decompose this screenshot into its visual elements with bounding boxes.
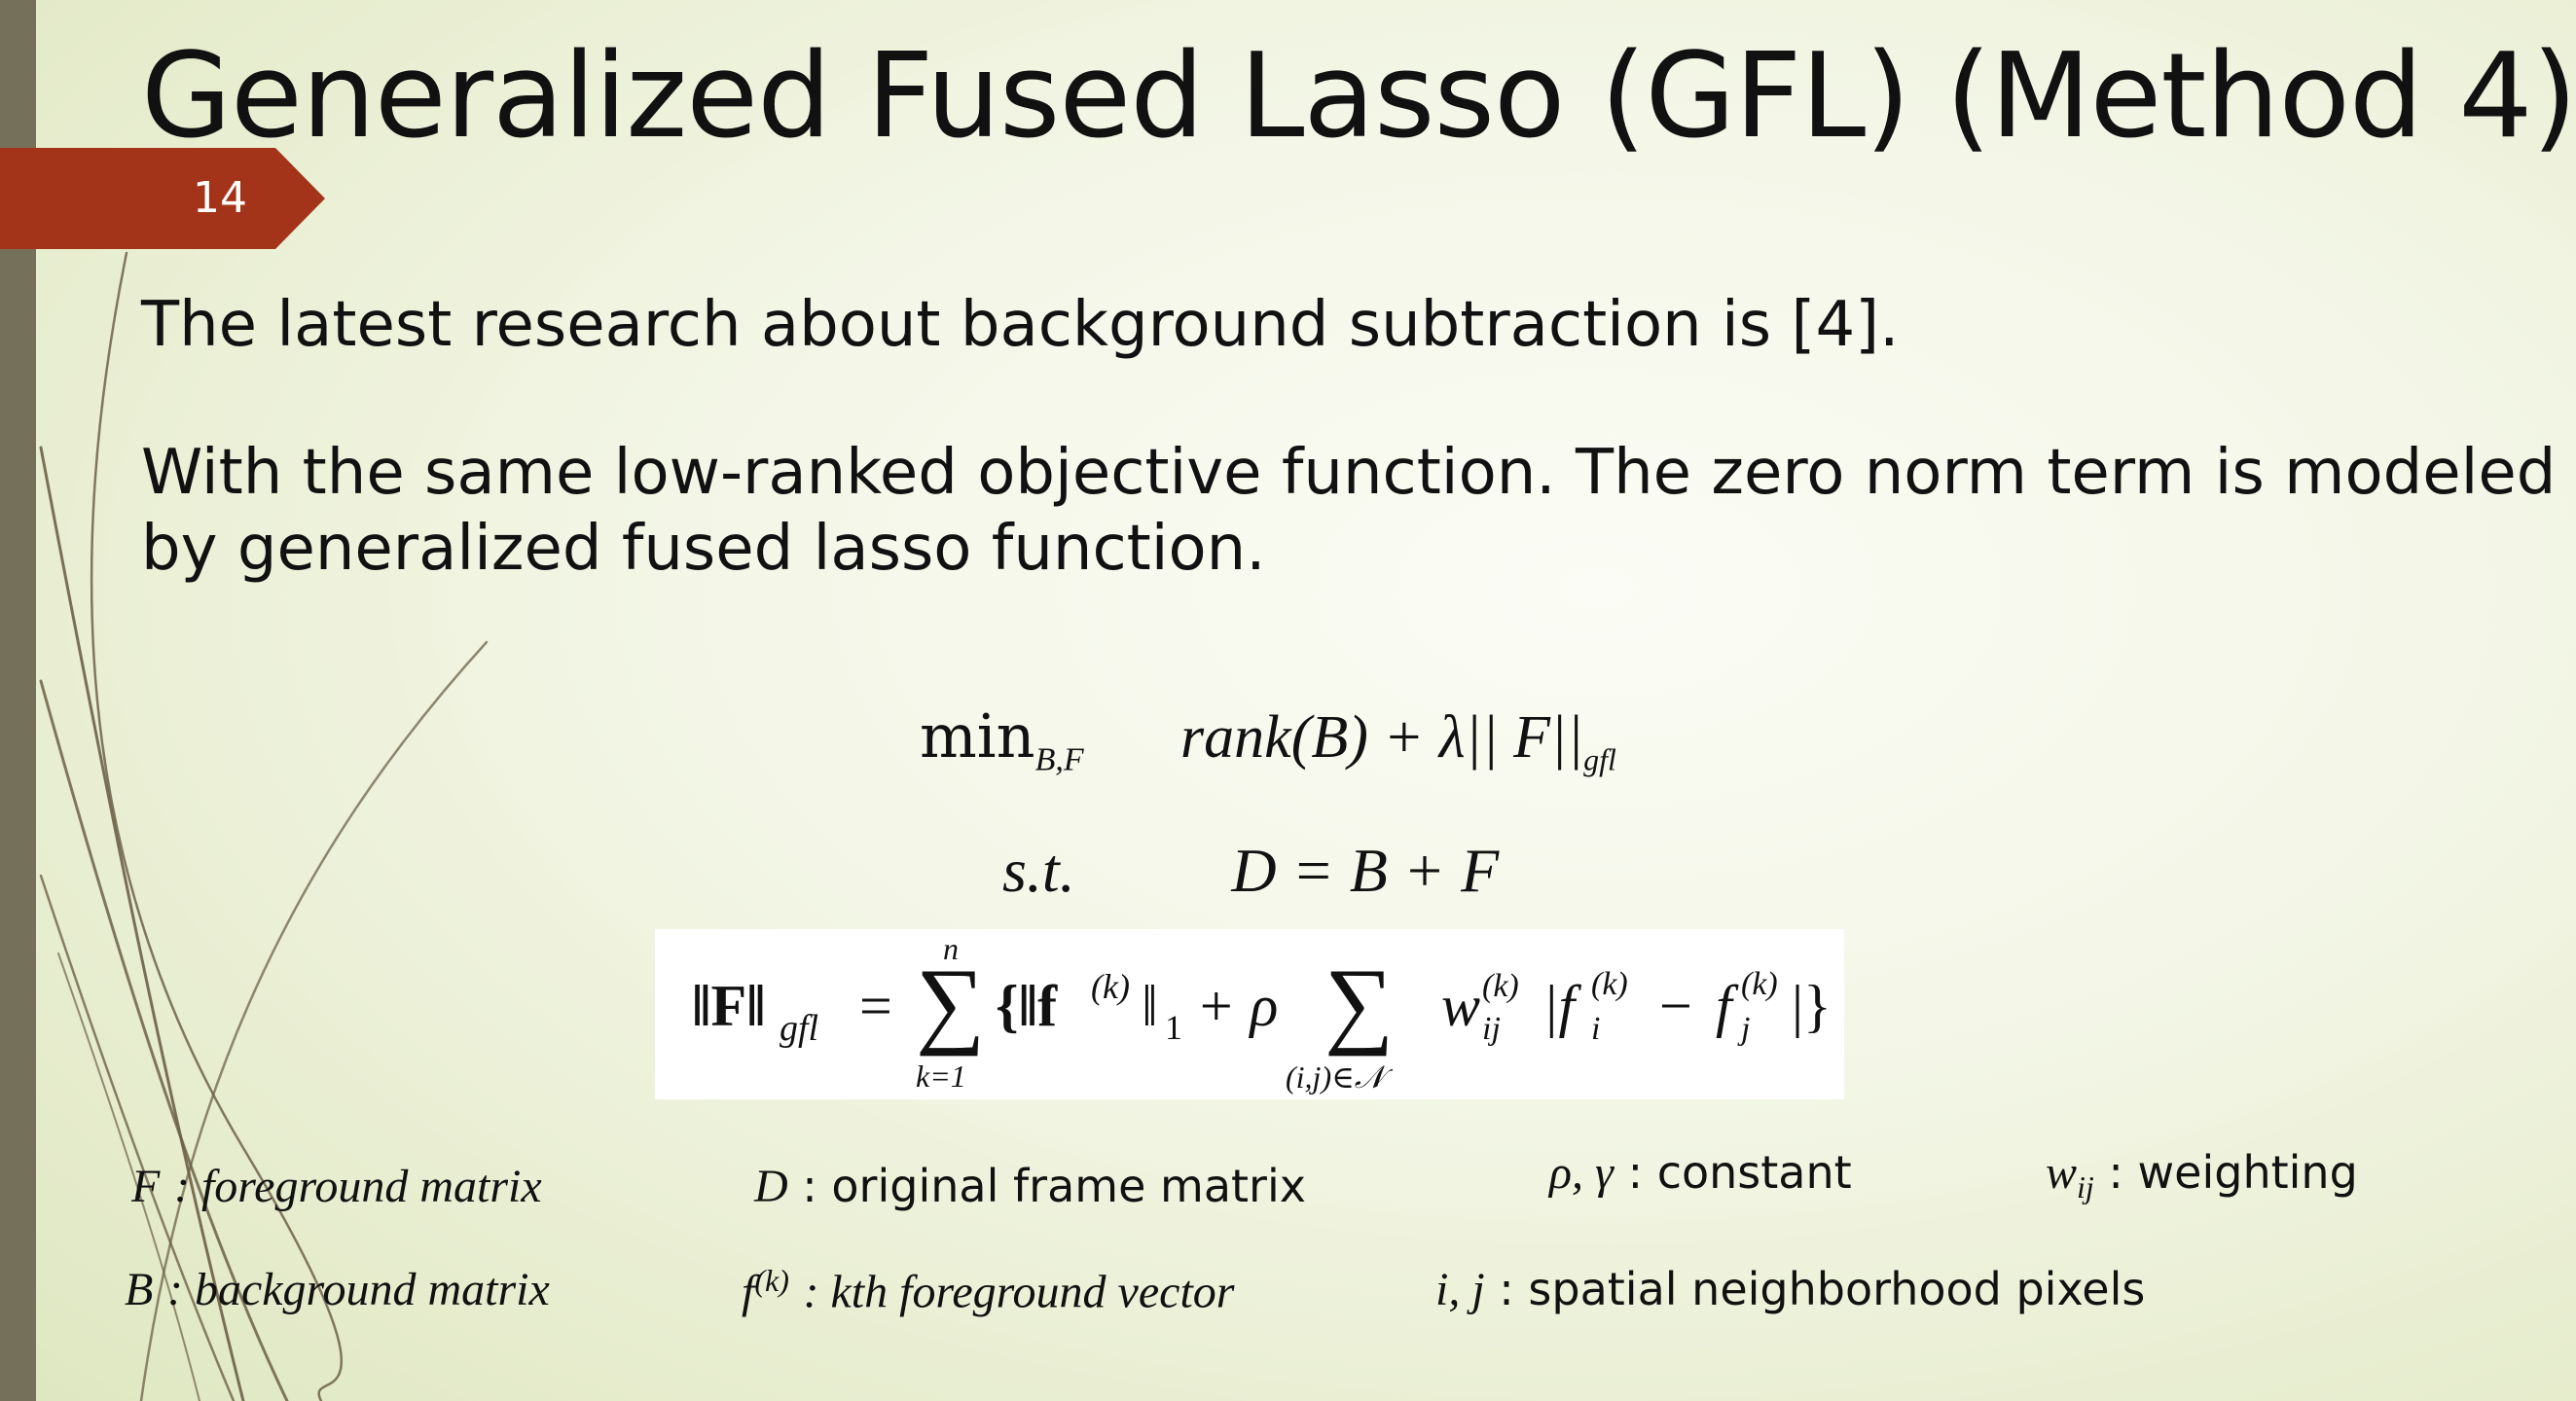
gfl-weight-superscript: (k) (1482, 968, 1519, 1004)
gfl-fj-subscript: j (1741, 1011, 1751, 1047)
min-variables: B,F (1034, 741, 1084, 778)
slide-number-badge: 14 (0, 148, 325, 249)
legend-ij-symbol: i, j (1435, 1264, 1485, 1315)
constraint-equation: s.t. D = B + F (1002, 835, 1499, 907)
slide-number: 14 (193, 173, 247, 223)
legend-w-description: : weighting (2108, 1146, 2358, 1199)
legend-F-description: : foreground matrix (173, 1161, 542, 1212)
gfl-term-1-end: ‖ (1142, 974, 1158, 1038)
legend-kth-foreground-vector: f(k) : kth foreground vector (742, 1263, 1234, 1318)
legend-D-symbol: D (754, 1161, 788, 1212)
legend-F-symbol: F (131, 1161, 161, 1212)
gfl-minus: − (1659, 974, 1692, 1038)
gfl-weight-symbol: w (1441, 974, 1481, 1038)
constraint-label: s.t. (1002, 836, 1075, 905)
gfl-fi-subscript: i (1591, 1011, 1601, 1047)
constraint-body: D = B + F (1231, 836, 1500, 905)
legend-w-symbol: w (2046, 1147, 2078, 1199)
legend-constant: ρ, γ : constant (1549, 1146, 1852, 1200)
gfl-term-1: {‖f (996, 974, 1058, 1038)
legend-ij-description: : spatial neighborhood pixels (1499, 1263, 2146, 1315)
gfl-lhs: ‖F‖ (692, 974, 766, 1038)
paragraph-objective-line-2: by generalized fused lasso function. (141, 513, 1266, 585)
gfl-plus-rho: + ρ (1196, 974, 1279, 1038)
gfl-close: |} (1792, 974, 1832, 1038)
decorative-swoosh-lines (39, 251, 489, 1401)
paragraph-objective-line-1: With the same low-ranked objective funct… (141, 437, 2557, 509)
legend-spatial-neighborhood: i, j : spatial neighborhood pixels (1435, 1263, 2145, 1316)
legend-B-description: : background matrix (166, 1264, 550, 1315)
legend-fk-description: : kth foreground vector (803, 1266, 1235, 1318)
sum-symbol-neighbors: ∑ (1324, 949, 1395, 1057)
sum-upper-limit: n (943, 931, 959, 966)
sum-symbol-k: ∑ (916, 949, 986, 1057)
legend-background-matrix: B : background matrix (125, 1263, 550, 1316)
legend-fk-superscript: (k) (754, 1263, 789, 1298)
legend-foreground-matrix: F : foreground matrix (131, 1160, 542, 1213)
gfl-lhs-subscript: gfl (780, 1008, 819, 1049)
paragraph-latest-research: The latest research about background sub… (141, 289, 1900, 361)
objective-equation: minB,F rank(B) + λ|| F||gfl (920, 700, 1616, 778)
sum-lower-limit: k=1 (916, 1059, 966, 1094)
gfl-fj-superscript: (k) (1741, 966, 1778, 1002)
legend-weighting: wij : weighting (2046, 1146, 2358, 1205)
gfl-term-1-subscript: 1 (1165, 1008, 1182, 1047)
gfl-weight-subscript: ij (1482, 1011, 1501, 1047)
legend-rho-gamma-symbol: ρ, γ (1549, 1147, 1614, 1199)
gfl-fj: f (1716, 974, 1732, 1038)
gfl-formula-box: ‖F‖ gfl = n ∑ k=1 {‖f (k) ‖ 1 + ρ ∑ (i,j… (655, 929, 1844, 1099)
gfl-fi-superscript: (k) (1591, 966, 1628, 1002)
objective-body: rank(B) + λ|| F|| (1180, 704, 1584, 771)
gfl-term-1-superscript: (k) (1091, 967, 1130, 1006)
legend-rho-gamma-description: : constant (1627, 1146, 1852, 1199)
min-operator: min (920, 700, 1035, 772)
legend-D-description: : original frame matrix (802, 1160, 1306, 1212)
legend-w-subscript: ij (2077, 1169, 2094, 1205)
legend-B-symbol: B (125, 1264, 154, 1315)
gfl-abs-open: |f (1542, 974, 1576, 1038)
legend-fk-symbol: f (742, 1266, 755, 1318)
legend-original-frame-matrix: D : original frame matrix (754, 1160, 1306, 1213)
gfl-equals: = (859, 974, 892, 1038)
gfl-norm-subscript: gfl (1583, 741, 1616, 777)
slide-title: Generalized Fused Lasso (GFL) (Method 4) (141, 29, 2576, 164)
sum-neighbors-lower-limit: (i,j)∈𝒩 (1286, 1060, 1385, 1095)
